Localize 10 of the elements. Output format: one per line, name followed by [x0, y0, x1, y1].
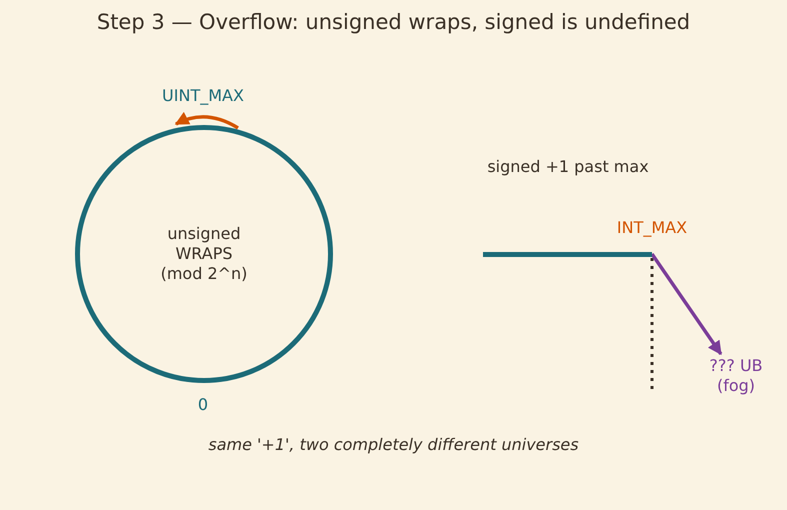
- node-label: ??? UB (fog): [708, 356, 764, 396]
- arrow: [650, 253, 722, 356]
- node-caption: INT_MAX: [616, 218, 688, 236]
- axis-label: UINT_MAX: [161, 86, 245, 105]
- cycle-circle: [75, 125, 333, 383]
- axis-label: 0: [196, 395, 210, 414]
- caption: same '+1', two completely different universes: [207, 435, 580, 454]
- title: Step 3 — Overflow: unsigned wraps, signed is undefined: [96, 10, 692, 34]
- circle-label: unsigned WRAPS (mod 2^n): [160, 224, 248, 284]
- annotation: signed +1 past max: [486, 157, 650, 176]
